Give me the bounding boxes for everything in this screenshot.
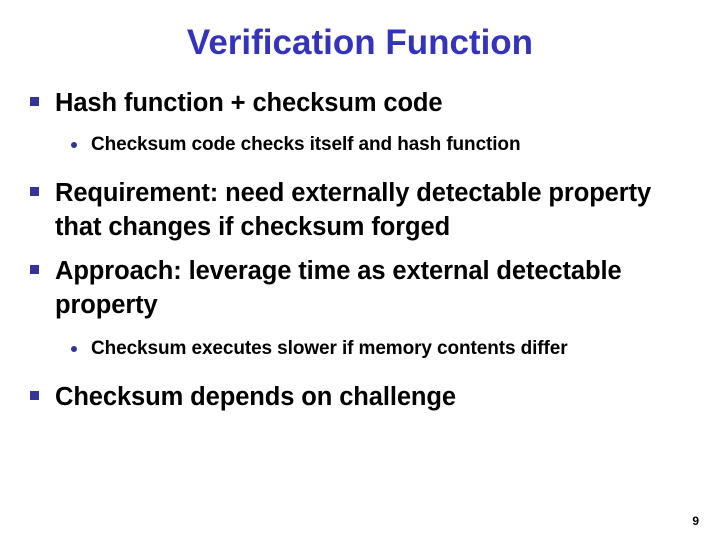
spacer — [24, 366, 702, 380]
list-item-label: Requirement: need externally detectable … — [55, 179, 652, 241]
list-item: Checksum code checks itself and hash fun… — [24, 130, 702, 160]
list-item: Checksum executes slower if memory conte… — [24, 334, 702, 364]
list-item: Hash function + checksum code — [24, 86, 702, 120]
page-title: Verification Function — [186, 23, 534, 62]
list-item-label: Checksum executes slower if memory conte… — [91, 338, 568, 359]
list-item-label: Hash function + checksum code — [55, 89, 443, 117]
round-bullet-icon — [71, 142, 77, 148]
spacer — [24, 122, 702, 130]
square-bullet-icon — [30, 97, 39, 106]
spacer — [24, 162, 702, 176]
list-item: Requirement: need externally detectable … — [24, 176, 702, 244]
round-bullet-icon — [71, 346, 77, 352]
list-item-label: Checksum code checks itself and hash fun… — [91, 134, 521, 155]
list-item-label: Approach: leverage time as external dete… — [55, 257, 622, 319]
list-item: Checksum depends on challenge — [24, 380, 702, 414]
square-bullet-icon — [30, 265, 39, 274]
slide-body: Hash function + checksum code Checksum c… — [24, 86, 702, 416]
list-item: Approach: leverage time as external dete… — [24, 254, 702, 322]
spacer — [24, 324, 702, 334]
list-item-label: Checksum depends on challenge — [55, 383, 456, 411]
spacer — [24, 246, 702, 254]
square-bullet-icon — [30, 391, 39, 400]
page-number: 9 — [692, 514, 699, 528]
square-bullet-icon — [30, 187, 39, 196]
